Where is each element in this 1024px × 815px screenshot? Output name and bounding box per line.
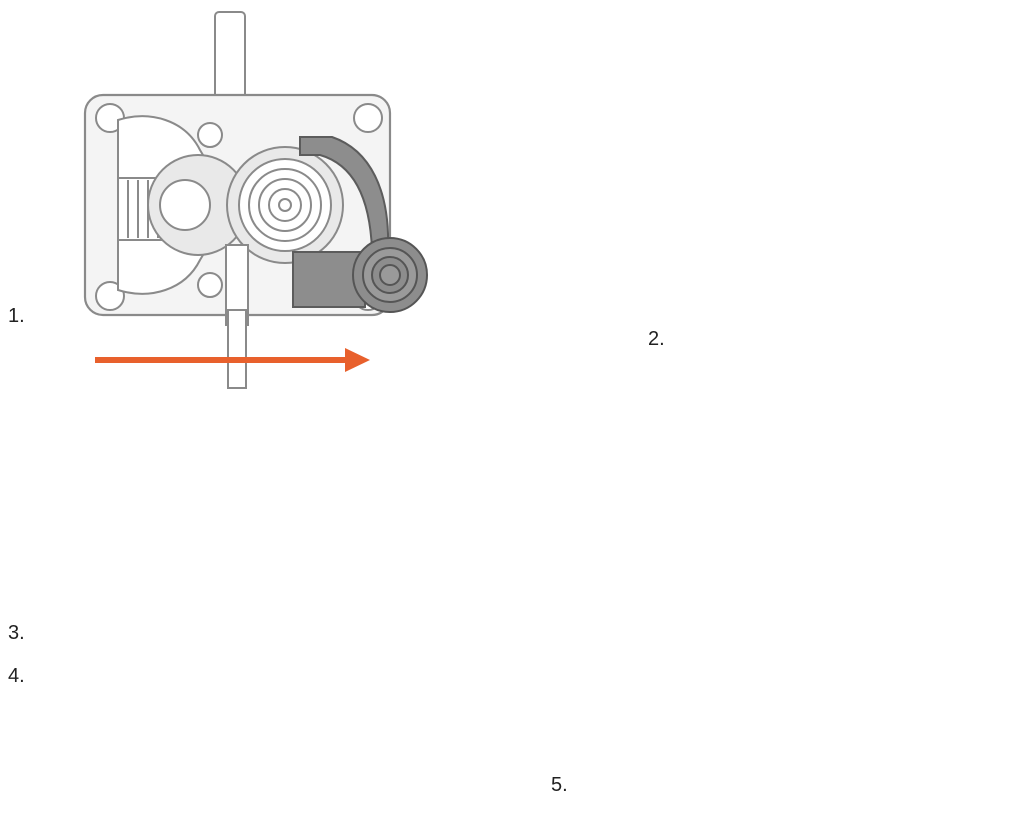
wire-outlet-tube — [227, 309, 247, 389]
step-label-3: 3. — [8, 622, 25, 644]
step-label-2: 2. — [648, 328, 665, 350]
step-label-1: 1. — [8, 305, 25, 327]
tension-knob — [352, 237, 428, 313]
panel-1-feeder — [83, 11, 428, 389]
drive-roll — [226, 146, 344, 264]
arrow-right-icon — [95, 348, 370, 372]
step-label-4: 4. — [8, 665, 25, 687]
step-label-5: 5. — [551, 774, 568, 796]
